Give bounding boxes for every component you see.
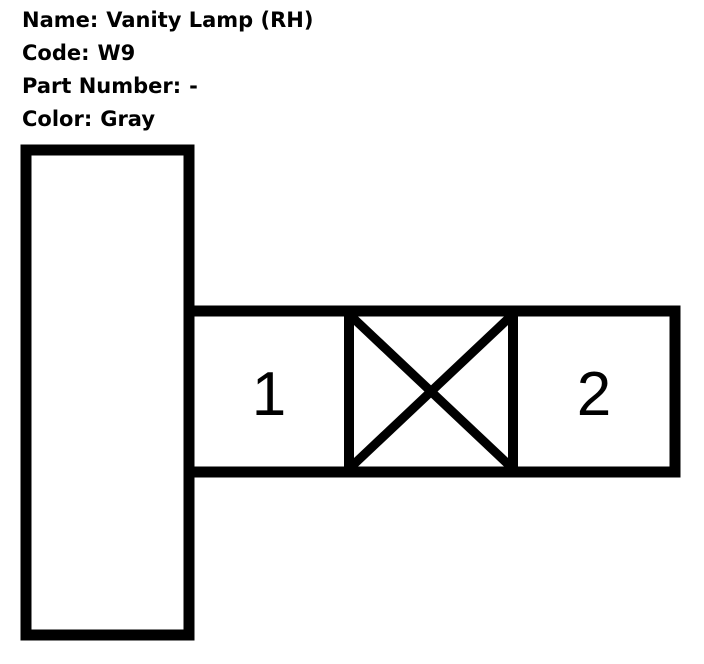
name-row: Name: Vanity Lamp (RH) xyxy=(22,4,313,37)
part-number-label: Part Number: xyxy=(22,74,182,98)
name-value: Vanity Lamp (RH) xyxy=(106,8,314,32)
part-number-row: Part Number:- xyxy=(22,70,313,103)
pin-housing xyxy=(183,305,681,478)
pin-1-label: 1 xyxy=(252,360,286,429)
blank-cavity-mark xyxy=(347,312,515,471)
cross-line xyxy=(347,312,515,471)
color-value: Gray xyxy=(100,107,156,131)
connector-body xyxy=(20,144,195,641)
code-value: W9 xyxy=(97,41,136,65)
color-row: Color: Gray xyxy=(22,103,313,136)
name-label: Name: xyxy=(22,8,99,32)
color-label: Color: xyxy=(22,107,93,131)
pin-2-label: 2 xyxy=(577,360,611,429)
code-row: Code: W9 xyxy=(22,37,313,70)
connector-info: Name: Vanity Lamp (RH) Code: W9 Part Numbe… xyxy=(22,4,313,136)
code-label: Code: xyxy=(22,41,90,65)
part-number-value: - xyxy=(189,74,198,98)
